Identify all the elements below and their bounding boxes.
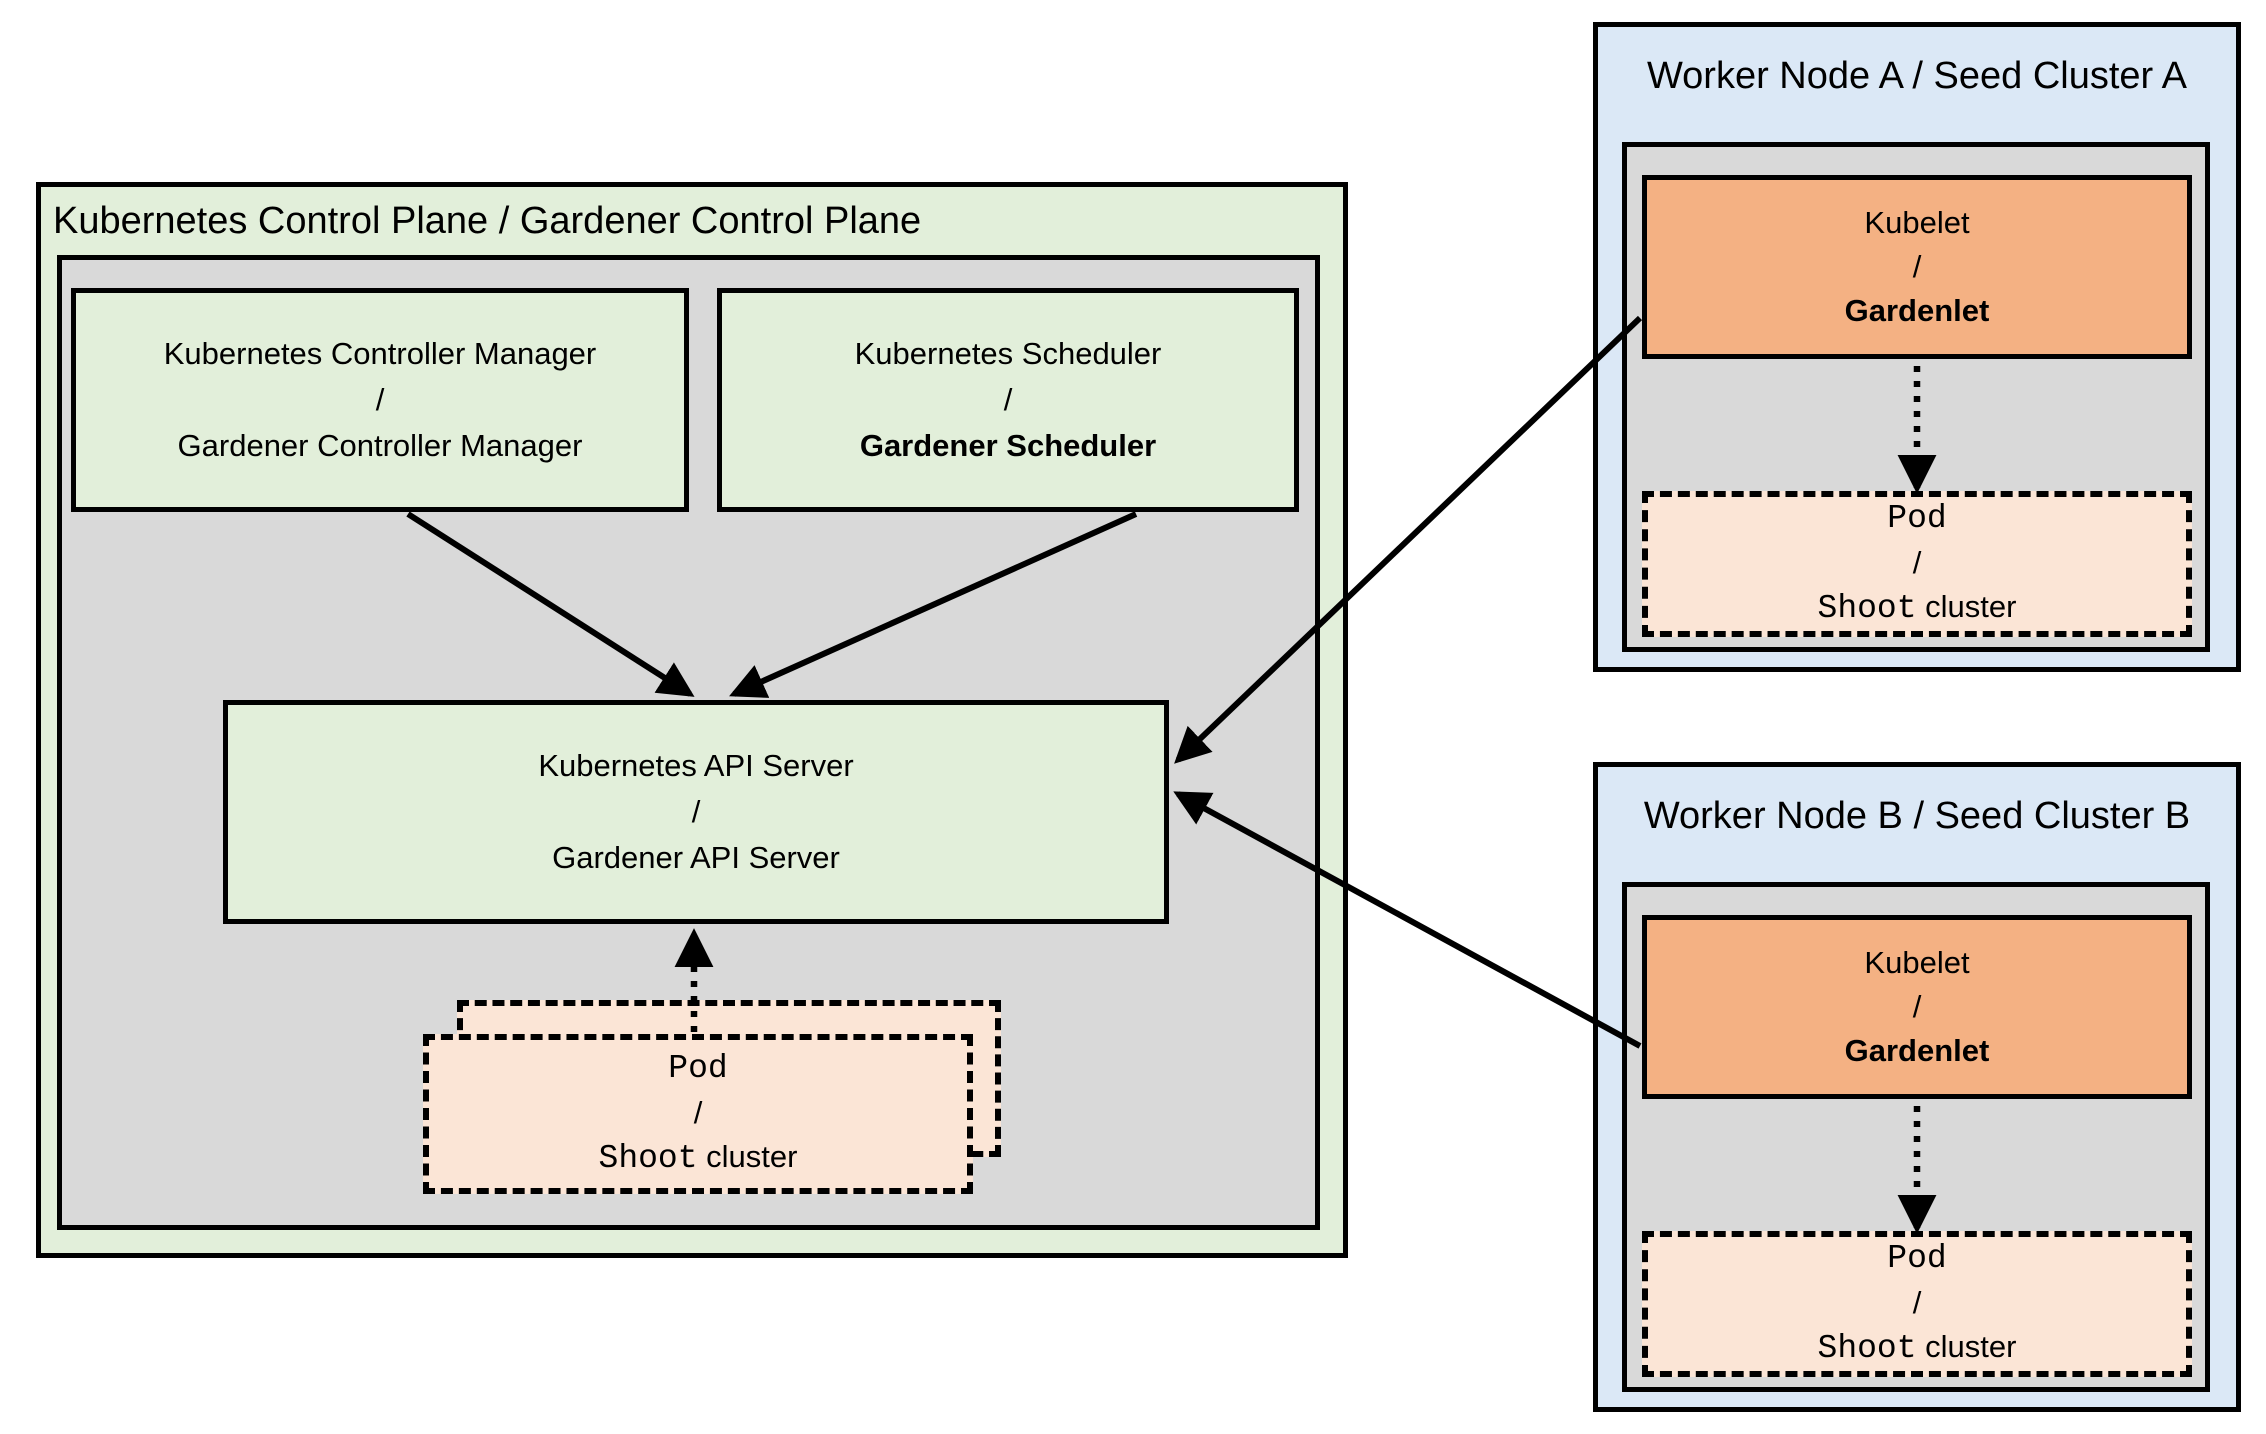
worker-a-kubelet-line1: Kubelet <box>1864 205 1970 240</box>
worker-a-kubelet-separator: / <box>1912 249 1922 284</box>
pod-line2-shoot: Shoot <box>598 1140 698 1177</box>
worker-b-kubelet-separator: / <box>1912 989 1922 1024</box>
worker-a-pod-line2: Shoot cluster <box>1818 585 2017 631</box>
controller-manager-line2: Gardener Controller Manager <box>177 428 583 463</box>
control-plane-title: Kubernetes Control Plane / Gardener Cont… <box>53 200 922 242</box>
api-server-line1: Kubernetes API Server <box>538 748 854 783</box>
worker-a-pod-shoot-box: Pod / Shoot cluster <box>1642 491 2192 637</box>
pod-separator: / <box>693 1095 703 1130</box>
api-server-box: Kubernetes API Server / Gardener API Ser… <box>223 700 1169 924</box>
pod-shoot-box-front: Pod / Shoot cluster <box>423 1034 973 1194</box>
pod-line2-cluster: cluster <box>706 1139 798 1174</box>
worker-b-pod-line2-shoot: Shoot <box>1817 1330 1917 1367</box>
api-server-line2: Gardener API Server <box>552 840 840 875</box>
worker-b-kubelet-line2: Gardenlet <box>1844 1033 1990 1068</box>
worker-node-a-title: Worker Node A / Seed Cluster A <box>1646 55 2187 97</box>
control-plane-inner-panel: Kubernetes Controller Manager / Gardener… <box>57 255 1320 1230</box>
worker-b-kubelet-line1: Kubelet <box>1864 945 1970 980</box>
control-plane-container: Kubernetes Control Plane / Gardener Cont… <box>36 182 1348 1258</box>
worker-a-pod-line2-cluster: cluster <box>1925 589 2017 624</box>
worker-b-pod-line1: Pod <box>1887 1240 1947 1277</box>
api-server-separator: / <box>691 794 701 829</box>
worker-a-kubelet-box: Kubelet / Gardenlet <box>1642 175 2192 359</box>
worker-b-pod-line2-cluster: cluster <box>1925 1329 2017 1364</box>
controller-manager-separator: / <box>375 382 385 417</box>
scheduler-box: Kubernetes Scheduler / Gardener Schedule… <box>717 288 1299 512</box>
pod-line2: Shoot cluster <box>599 1135 798 1181</box>
worker-a-pod-line1: Pod <box>1887 500 1947 537</box>
scheduler-separator: / <box>1003 382 1013 417</box>
scheduler-line1: Kubernetes Scheduler <box>854 336 1162 371</box>
scheduler-line2: Gardener Scheduler <box>859 428 1157 463</box>
worker-a-pod-line2-shoot: Shoot <box>1817 590 1917 627</box>
worker-a-pod-separator: / <box>1912 545 1922 580</box>
worker-b-pod-separator: / <box>1912 1285 1922 1320</box>
controller-manager-line1: Kubernetes Controller Manager <box>163 336 597 371</box>
worker-node-b-container: Worker Node B / Seed Cluster B Kubelet /… <box>1593 762 2241 1412</box>
worker-b-kubelet-box: Kubelet / Gardenlet <box>1642 915 2192 1099</box>
worker-node-b-inner-panel: Kubelet / Gardenlet Pod / Shoot cluster <box>1622 882 2210 1392</box>
worker-a-kubelet-line2: Gardenlet <box>1844 293 1990 328</box>
worker-node-b-title: Worker Node B / Seed Cluster B <box>1643 795 2191 837</box>
worker-node-a-container: Worker Node A / Seed Cluster A Kubelet /… <box>1593 22 2241 672</box>
worker-b-pod-shoot-box: Pod / Shoot cluster <box>1642 1231 2192 1377</box>
worker-node-a-inner-panel: Kubelet / Gardenlet Pod / Shoot cluster <box>1622 142 2210 652</box>
worker-b-pod-line2: Shoot cluster <box>1818 1325 2017 1371</box>
controller-manager-box: Kubernetes Controller Manager / Gardener… <box>71 288 689 512</box>
pod-line1: Pod <box>668 1050 728 1087</box>
